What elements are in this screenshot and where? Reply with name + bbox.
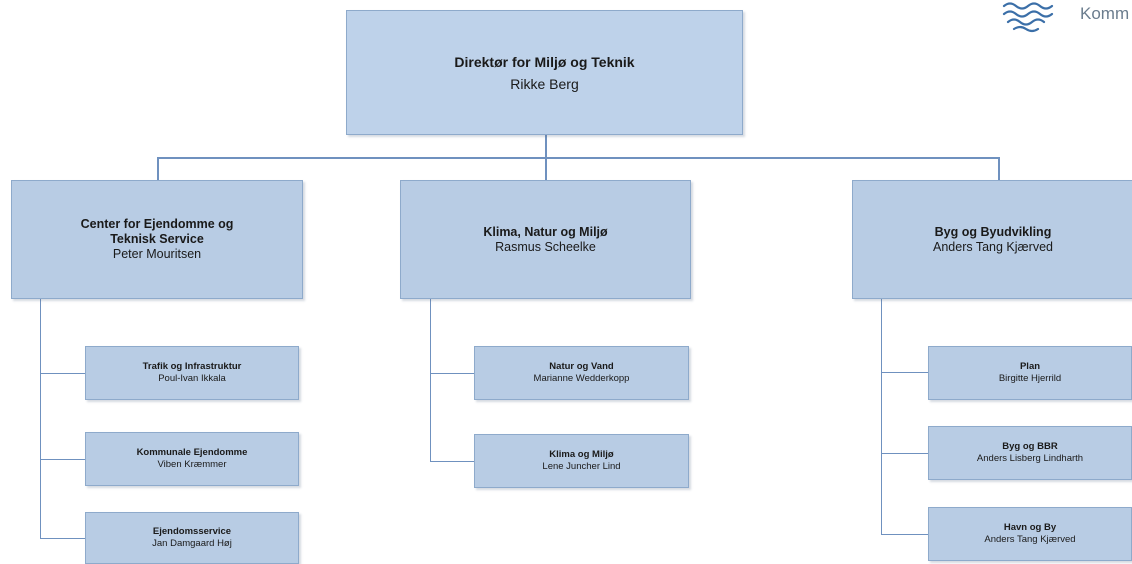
connector-unit-1-2 [40, 459, 85, 460]
connector-unit-1-1 [40, 373, 85, 374]
center-title: Klima, Natur og Miljø [483, 224, 608, 239]
connector-center-1-drop [157, 157, 159, 181]
unit-name: Poul-Ivan Ikkala [158, 373, 226, 384]
unit-box-kommunale-ejendomme: Kommunale Ejendomme Viben Kræmmer [85, 432, 299, 486]
center-box-klima: Klima, Natur og Miljø Rasmus Scheelke [400, 180, 691, 299]
connector-unit-3-2 [881, 453, 928, 454]
connector-director-down [545, 135, 547, 158]
center-name: Anders Tang Kjærved [933, 239, 1053, 254]
unit-title: Kommunale Ejendomme [136, 447, 248, 458]
connector-unit-1-3 [40, 538, 85, 539]
logo-text: Komm [1080, 4, 1130, 23]
connector-center-3-drop [998, 157, 1000, 181]
unit-title: Havn og By [1003, 522, 1057, 533]
unit-title: Klima og Miljø [549, 449, 614, 460]
connector-center-3-spine [881, 299, 882, 535]
unit-name: Birgitte Hjerrild [998, 373, 1062, 384]
connector-unit-2-2 [430, 461, 474, 462]
unit-name: Viben Kræmmer [157, 459, 227, 470]
unit-box-havn-og-by: Havn og By Anders Tang Kjærved [928, 507, 1132, 561]
unit-title: Ejendomsservice [152, 526, 232, 537]
director-box: Direktør for Miljø og Teknik Rikke Berg [346, 10, 743, 135]
unit-title: Byg og BBR [1002, 441, 1058, 452]
center-title: Byg og Byudvikling [934, 224, 1052, 239]
unit-box-plan: Plan Birgitte Hjerrild [928, 346, 1132, 400]
connector-unit-3-1 [881, 372, 928, 373]
unit-name: Anders Tang Kjærved [984, 534, 1076, 545]
unit-box-byg-og-bbr: Byg og BBR Anders Lisberg Lindharth [928, 426, 1132, 480]
unit-box-trafik: Trafik og Infrastruktur Poul-Ivan Ikkala [85, 346, 299, 400]
unit-title: Natur og Vand [549, 361, 614, 372]
connector-center-1-spine [40, 299, 41, 539]
center-title: Center for Ejendomme og Teknisk Service [80, 217, 234, 246]
unit-title: Plan [1019, 361, 1041, 372]
unit-name: Marianne Wedderkopp [533, 373, 630, 384]
director-name: Rikke Berg [510, 75, 579, 92]
center-name: Rasmus Scheelke [495, 239, 596, 254]
waves-icon [1002, 2, 1054, 33]
center-name: Peter Mouritsen [112, 247, 202, 261]
unit-name: Lene Juncher Lind [542, 461, 621, 472]
connector-unit-3-3 [881, 534, 928, 535]
unit-title: Trafik og Infrastruktur [142, 361, 242, 372]
unit-box-natur-og-vand: Natur og Vand Marianne Wedderkopp [474, 346, 689, 400]
director-title: Direktør for Miljø og Teknik [454, 53, 635, 70]
unit-box-ejendomsservice: Ejendomsservice Jan Damgaard Høj [85, 512, 299, 564]
connector-center-2-spine [430, 299, 431, 461]
unit-box-klima-og-miljo: Klima og Miljø Lene Juncher Lind [474, 434, 689, 488]
unit-name: Anders Lisberg Lindharth [976, 453, 1084, 464]
center-box-byg: Byg og Byudvikling Anders Tang Kjærved [852, 180, 1132, 299]
center-box-ejendomme: Center for Ejendomme og Teknisk Service … [11, 180, 303, 299]
unit-name: Jan Damgaard Høj [152, 538, 232, 549]
connector-unit-2-1 [430, 373, 474, 374]
connector-center-2-drop [545, 157, 547, 181]
connector-horizontal-bus [157, 157, 999, 159]
